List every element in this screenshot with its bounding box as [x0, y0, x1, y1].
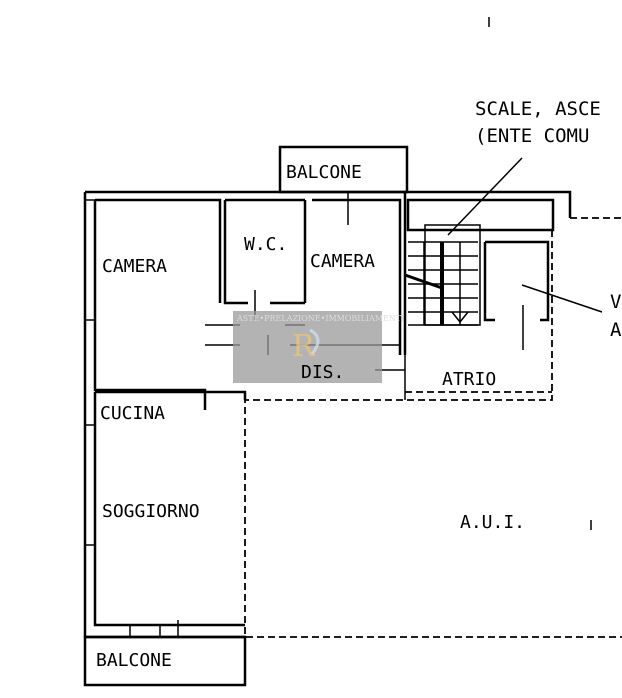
balcony-bottom	[83, 635, 247, 687]
staircase	[404, 157, 555, 326]
lift-shaft	[483, 240, 550, 322]
room-label-balcone-bottom: BALCONE	[96, 650, 172, 671]
boundary-dashed	[244, 217, 622, 638]
svg-text:R: R	[292, 329, 316, 364]
room-label-atrio: ATRIO	[442, 369, 496, 390]
walls	[83, 190, 572, 639]
annotation-scale-line1: SCALE, ASCE	[475, 98, 601, 120]
window-left	[84, 199, 96, 321]
watermark-logo: ASTE•PRELAZIONE•IMMOBILIAMENTI R	[233, 311, 404, 383]
leader-line	[521, 284, 603, 313]
room-label-camera-left: CAMERA	[102, 256, 167, 277]
room-label-camera-right: CAMERA	[310, 251, 375, 272]
annotation-right-line1: V	[610, 291, 621, 313]
room-label-balcone-top: BALCONE	[286, 162, 362, 183]
room-label-aui: A.U.I.	[460, 512, 525, 533]
balcony-window	[129, 624, 161, 638]
room-label-soggiorno: SOGGIORNO	[102, 501, 200, 522]
room-label-cucina: CUCINA	[100, 403, 165, 424]
room-label-wc: W.C.	[244, 234, 287, 255]
annotation-scale-line2: (ENTE COMU	[475, 125, 589, 147]
watermark-text: ASTE•PRELAZIONE•IMMOBILIAMENTI	[236, 314, 404, 323]
room-label-dis: DIS.	[301, 362, 344, 383]
annotation-right-line2: A	[610, 319, 622, 341]
window-left	[84, 424, 96, 546]
